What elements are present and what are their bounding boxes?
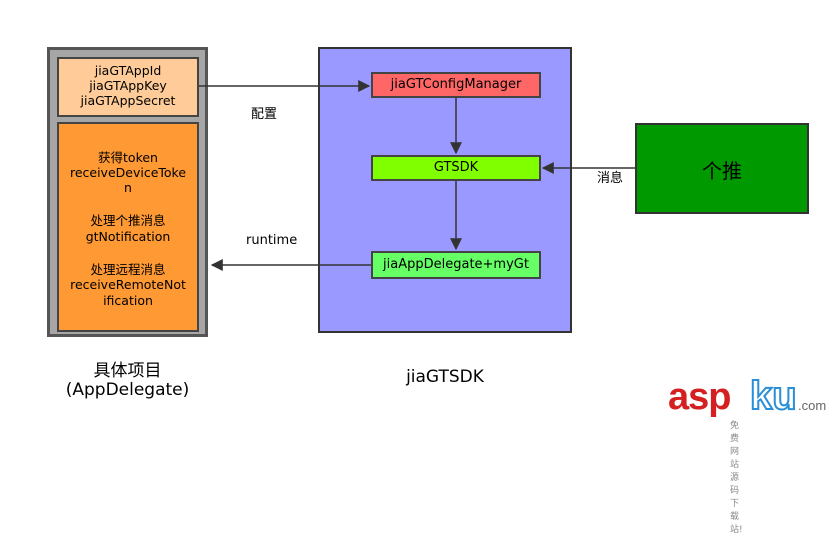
app-delegate-box xyxy=(57,122,199,332)
app-delegate-category-box xyxy=(371,251,541,279)
delegate-line-get-token: 获得token xyxy=(98,150,158,165)
gtsdk-label: GTSDK xyxy=(433,160,479,175)
sdk-caption: jiaGTSDK xyxy=(406,367,484,387)
edge-label-message: 消息 xyxy=(597,171,624,186)
delegate-line-receive-token: receiveDeviceToke xyxy=(69,165,187,180)
getui-label: 个推 xyxy=(702,159,742,183)
delegate-line-receive-remote: receiveRemoteNot xyxy=(70,277,186,292)
gtsdk-box xyxy=(371,155,541,181)
watermark-ku: ku xyxy=(749,373,798,419)
watermark-asp: asp xyxy=(668,376,731,418)
app-delegate-category-label: jiaAppDelegate+myGt xyxy=(383,257,529,272)
config-manager-label: jiaGTConfigManager xyxy=(390,77,522,92)
edge-label-config: 配置 xyxy=(251,107,278,122)
project-caption-subtitle: (AppDelegate) xyxy=(65,380,190,400)
app-keys-box xyxy=(57,57,199,117)
delegate-line-handle-remote: 处理远程消息 xyxy=(90,262,166,277)
delegate-line-handle-push: 处理个推消息 xyxy=(90,213,166,228)
edge-label-runtime: runtime xyxy=(246,233,298,248)
key-app-key: jiaGTAppKey xyxy=(89,78,167,93)
watermark-com: .com xyxy=(798,398,827,413)
key-app-secret: jiaGTAppSecret xyxy=(80,93,176,108)
delegate-line-gt-notification: gtNotification xyxy=(85,229,171,244)
project-caption-title: 具体项目 xyxy=(93,361,162,381)
key-app-id: jiaGTAppId xyxy=(94,63,162,78)
watermark-tagline: 免费网站源码下载站! xyxy=(730,421,743,535)
config-manager-box xyxy=(371,72,541,98)
getui-box xyxy=(635,123,809,214)
delegate-line-receive-remote-cont: ification xyxy=(103,293,153,308)
delegate-line-receive-token-cont: n xyxy=(124,180,132,195)
arrows-layer xyxy=(199,80,635,271)
